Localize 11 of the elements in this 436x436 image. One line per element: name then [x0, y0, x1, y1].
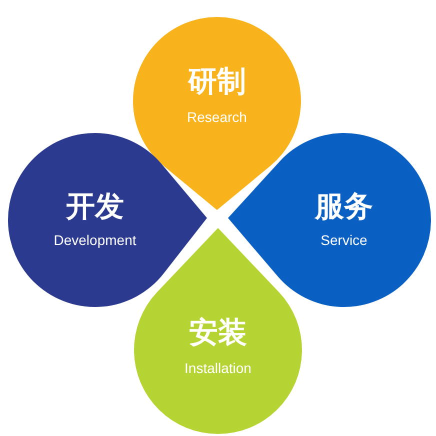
subtitle-text: Service — [320, 232, 368, 248]
teardrop-shape — [8, 133, 207, 307]
subtitle-text: Research — [187, 109, 247, 125]
subtitle-text: Development — [54, 232, 136, 248]
title-text: 研制 — [188, 63, 246, 100]
title-text: 开发 — [66, 188, 124, 225]
subtitle-text: Installation — [184, 360, 252, 376]
teardrop-shape — [133, 17, 301, 210]
title-text: 服务 — [315, 188, 373, 225]
title-text: 安装 — [189, 314, 247, 351]
teardrop-shape — [228, 133, 431, 307]
